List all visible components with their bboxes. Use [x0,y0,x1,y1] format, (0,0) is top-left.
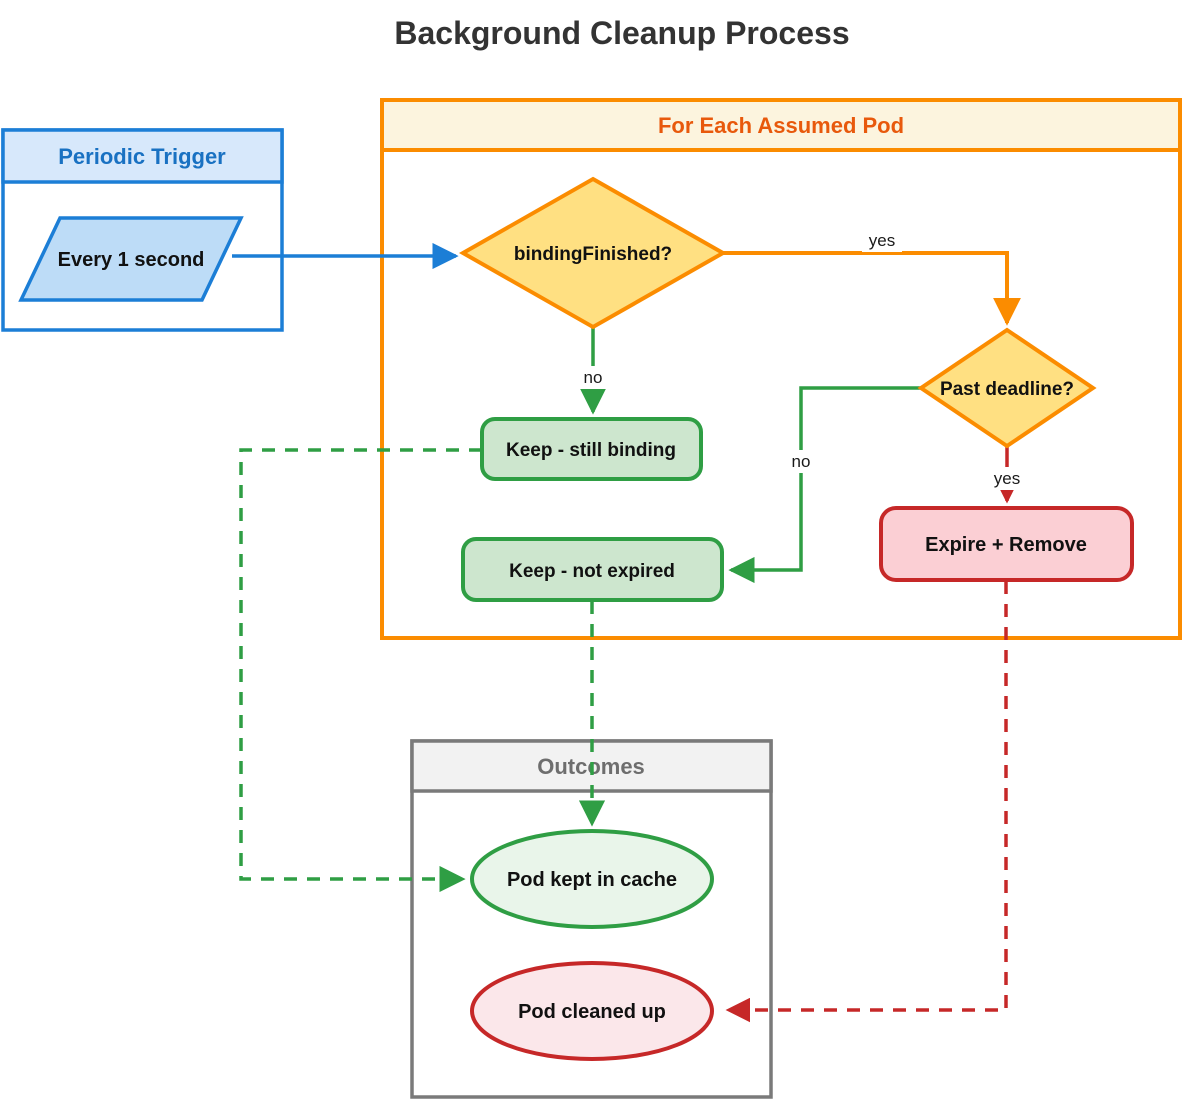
edge-label-deadline-yes: yes [987,467,1027,490]
svg-text:yes: yes [994,469,1020,488]
keep-not-expired-node: Keep - not expired [461,537,724,602]
periodic-trigger-header [1,128,284,184]
binding-finished-decision: bindingFinished? [458,176,728,330]
edge-bindingfinished-yes [723,251,1021,326]
binding-finished-label: bindingFinished? [514,244,672,265]
keep-not-expired-label: Keep - not expired [509,561,675,582]
for-each-pod-title: For Each Assumed Pod [658,113,904,138]
page-title: Background Cleanup Process [394,15,849,51]
expire-remove-label: Expire + Remove [925,534,1087,556]
past-deadline-decision: Past deadline? [917,327,1097,449]
edge-keepstillbinding-to-podkept [239,448,482,893]
every-1-second-node: Every 1 second [18,216,244,302]
expire-remove-node: Expire + Remove [879,506,1134,582]
svg-text:no: no [584,368,603,387]
pod-cleaned-up-label: Pod cleaned up [518,1001,666,1023]
edge-label-binding-yes: yes [862,228,902,252]
svg-text:no: no [792,452,811,471]
keep-still-binding-label: Keep - still binding [506,440,676,461]
edge-label-binding-no: no [575,366,611,389]
pod-kept-in-cache-node: Pod kept in cache [470,829,714,929]
pod-kept-in-cache-label: Pod kept in cache [507,869,677,891]
edge-expireremove-to-podcleaned [725,581,1008,1023]
edge-pastdeadline-no [728,386,921,584]
for-each-pod-header [380,98,1182,152]
past-deadline-label: Past deadline? [940,379,1074,400]
svg-text:yes: yes [869,231,895,250]
keep-still-binding-node: Keep - still binding [480,417,703,481]
edge-label-deadline-no: no [783,450,819,473]
pod-cleaned-up-node: Pod cleaned up [470,961,714,1061]
periodic-trigger-title: Periodic Trigger [58,144,226,169]
every-1-second-label: Every 1 second [58,249,205,271]
